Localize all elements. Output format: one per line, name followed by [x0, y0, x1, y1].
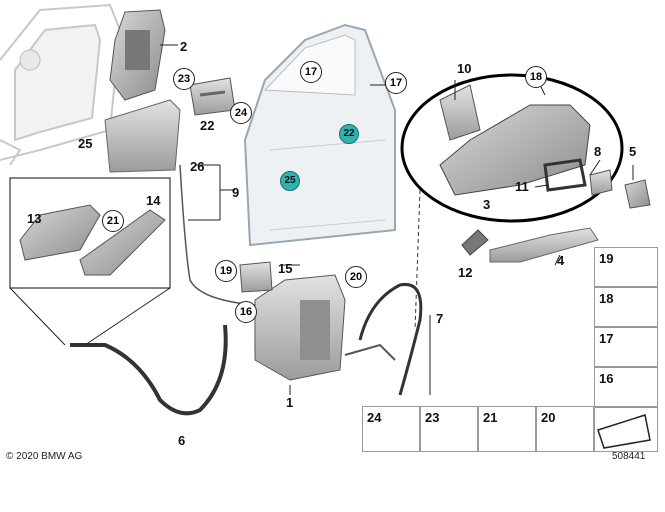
hw-cell-24: 24	[362, 406, 420, 452]
circled-callout-19: 19	[215, 260, 237, 282]
callout-8: 8	[594, 144, 602, 159]
callout-4: 4	[557, 253, 565, 268]
callout-9: 9	[232, 185, 240, 200]
part-1-latch	[254, 274, 346, 381]
hw-cell-23: 23	[420, 406, 478, 452]
circled-callout-20: 20	[345, 266, 367, 288]
callout-7: 7	[436, 311, 444, 326]
hw-cell-17: 17	[594, 327, 658, 367]
callout-25: 25	[78, 136, 93, 151]
callout-14: 14	[146, 193, 161, 208]
body-frame	[0, 3, 122, 166]
circled-callout-23: 23	[173, 68, 195, 90]
copyright-text: © 2020 BMW AG	[6, 451, 83, 462]
inset-box	[9, 177, 171, 289]
door-panel	[243, 23, 396, 247]
part-2-lock-module	[109, 9, 166, 101]
diagram-id: 508441	[612, 451, 646, 462]
circled-callout-24: 24	[230, 102, 252, 124]
highlight-oval	[400, 73, 624, 223]
hw-cell-19: 19	[594, 247, 658, 287]
callout-11: 11	[515, 179, 529, 194]
hw-cell-arrow	[594, 407, 658, 452]
circled-callout-17a: 17	[300, 61, 322, 83]
callout-15: 15	[278, 261, 293, 276]
hw-cell-21: 21	[478, 406, 536, 452]
part-25-cover	[104, 99, 181, 173]
part-22-bracket	[189, 77, 236, 116]
callout-3: 3	[483, 197, 491, 212]
callout-13: 13	[27, 211, 42, 226]
hw-cell-20: 20	[536, 406, 594, 452]
callout-5: 5	[629, 144, 637, 159]
callout-1: 1	[286, 395, 294, 410]
circled-callout-17b: 17	[385, 72, 407, 94]
part-3-handle-carrier	[439, 84, 591, 196]
hw-cell-18: 18	[594, 287, 658, 327]
callout-6: 6	[178, 433, 186, 448]
circled-callout-21: 21	[102, 210, 124, 232]
callout-26: 26	[190, 159, 205, 174]
teal-callout-25: 25	[280, 171, 300, 191]
callout-12: 12	[458, 265, 473, 280]
callout-10: 10	[457, 61, 472, 76]
callout-22: 22	[200, 118, 215, 133]
part-4-handle	[489, 227, 599, 263]
circled-callout-18: 18	[525, 66, 547, 88]
callout-2: 2	[180, 39, 188, 54]
hw-cell-16: 16	[594, 367, 658, 407]
circled-callout-16: 16	[235, 301, 257, 323]
teal-callout-22: 22	[339, 124, 359, 144]
